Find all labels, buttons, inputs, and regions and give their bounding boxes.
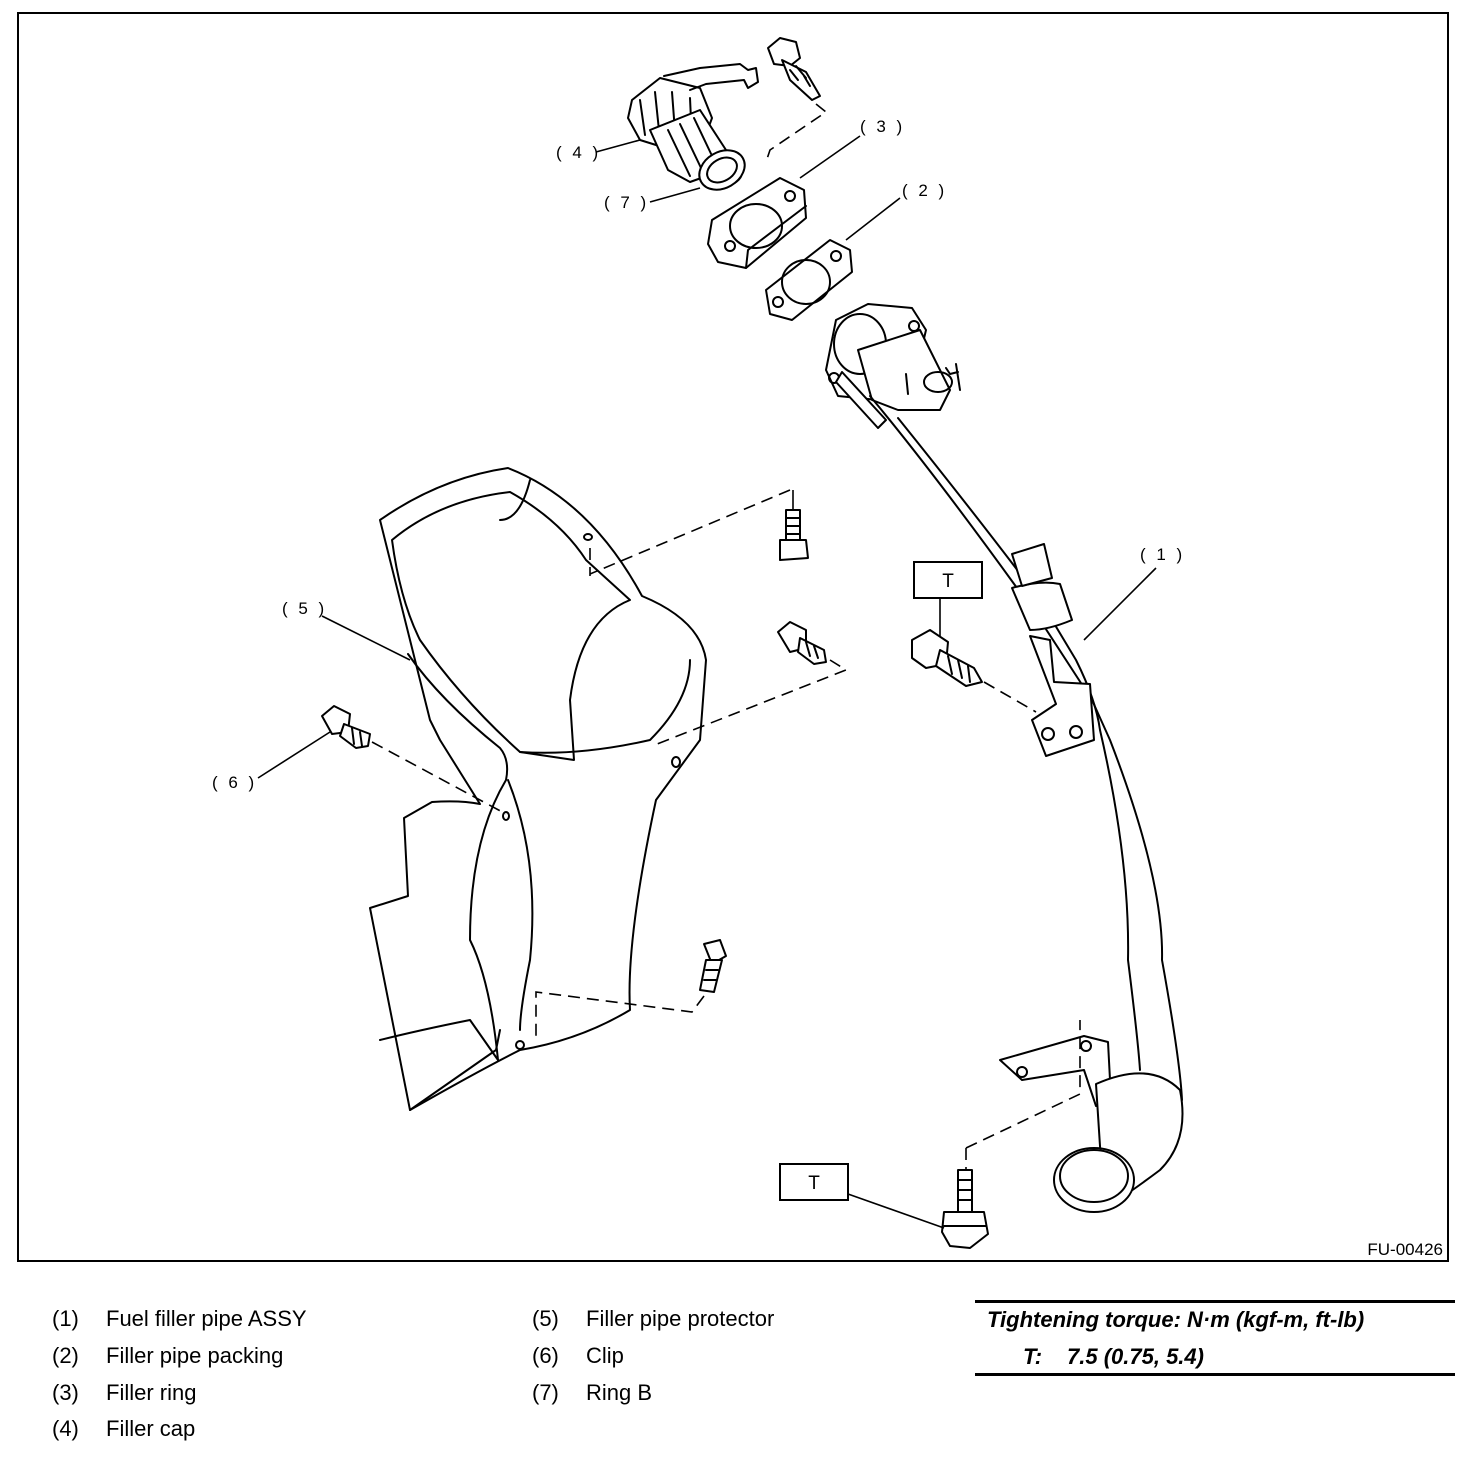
filler-ring-drawing	[707, 177, 807, 269]
pipe-bracket-bolt-drawing	[911, 629, 983, 687]
leader-torque-lower	[847, 1193, 945, 1229]
protector-bolt-3-drawing	[699, 939, 727, 993]
legend-label: Fuel filler pipe ASSY	[106, 1306, 307, 1331]
legend-label: Ring B	[586, 1380, 653, 1405]
leader-2	[845, 197, 901, 241]
legend-num: (6)	[532, 1343, 559, 1368]
figure-frame	[17, 12, 1449, 1262]
legend-label: Filler pipe protector	[586, 1306, 775, 1331]
legend-item-4: (4) Filler cap	[52, 1416, 195, 1442]
callout-1: ( 1 )	[1140, 545, 1185, 564]
pipe-bracket-bolt-dashline	[983, 681, 1037, 713]
protector-bolt-2-drawing	[777, 621, 827, 665]
clip-dashline	[371, 741, 507, 815]
leader-3	[799, 135, 861, 179]
legend-num: (7)	[532, 1380, 559, 1405]
leader-4	[595, 139, 641, 153]
callout-5: ( 5 )	[282, 599, 327, 618]
legend-num: (1)	[52, 1306, 79, 1331]
legend-item-6: (6) Clip	[532, 1343, 624, 1369]
torque-box-lower: T	[779, 1163, 849, 1201]
torque-value-line: T: 7.5 (0.75, 5.4)	[1023, 1344, 1204, 1370]
filler-pipe-packing-drawing	[765, 239, 853, 321]
leader-5	[321, 615, 411, 661]
callout-3: ( 3 )	[860, 117, 905, 136]
ring-b-drawing	[698, 149, 746, 191]
legend-num: (3)	[52, 1380, 79, 1405]
legend-item-2: (2) Filler pipe packing	[52, 1343, 283, 1369]
legend-label: Filler pipe packing	[106, 1343, 284, 1368]
bolt1-dashline	[589, 489, 791, 576]
bolt-to-ring-dashline	[765, 103, 828, 163]
legend-item-5: (5) Filler pipe protector	[532, 1306, 774, 1332]
legend-item-1: (1) Fuel filler pipe ASSY	[52, 1306, 307, 1332]
legend-label: Clip	[586, 1343, 624, 1368]
torque-value: 7.5 (0.75, 5.4)	[1067, 1344, 1204, 1369]
torque-spec: Tightening torque: N·m (kgf-m, ft-lb) T:…	[975, 1300, 1455, 1376]
legend-label: Filler ring	[106, 1380, 197, 1405]
pipe-lower-bolt-dashline	[965, 1020, 1081, 1170]
leader-7	[649, 187, 701, 203]
callout-6: ( 6 )	[212, 773, 257, 792]
bolt2-dashline	[651, 659, 848, 747]
torque-box-lower-label: T	[808, 1173, 820, 1194]
clip-drawing	[321, 705, 371, 749]
legend-num: (2)	[52, 1343, 79, 1368]
pipe-lower-bolt-drawing	[941, 1169, 989, 1249]
filler-ring-bolt-drawing	[767, 37, 821, 101]
callout-2: ( 2 )	[902, 181, 947, 200]
leader-1	[1083, 567, 1157, 641]
leader-6	[257, 731, 331, 779]
legend-num: (5)	[532, 1306, 559, 1331]
legend-item-7: (7) Ring B	[532, 1380, 652, 1406]
filler-pipe-protector-drawing	[369, 467, 707, 1111]
bolt3-dashline	[535, 991, 705, 1040]
legend-num: (4)	[52, 1416, 79, 1441]
protector-bolt-1-drawing	[779, 490, 809, 561]
figure-id: FU-00426	[1367, 1240, 1443, 1259]
legend-item-3: (3) Filler ring	[52, 1380, 196, 1406]
torque-box-mid-label: T	[942, 571, 954, 592]
callout-4: ( 4 )	[556, 143, 601, 162]
torque-box-mid: T	[913, 561, 983, 599]
torque-key: T:	[1023, 1344, 1043, 1369]
legend-label: Filler cap	[106, 1416, 196, 1441]
torque-title: Tightening torque: N·m (kgf-m, ft-lb)	[987, 1307, 1365, 1332]
callout-7: ( 7 )	[604, 193, 649, 212]
fuel-filler-pipe-drawing	[825, 303, 1184, 1213]
